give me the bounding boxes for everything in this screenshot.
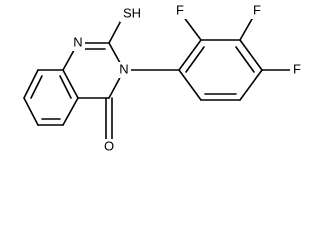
atom-label-fluorine-3: F [253, 2, 261, 17]
bond-c4a-c8a [62, 69, 79, 99]
bond-c4a-c8a-inner [59, 75, 72, 99]
atom-label-fluorine-2: F [176, 2, 184, 17]
bonds [23, 11, 293, 144]
bond-ar1-ar2-inner [185, 46, 205, 73]
bond-c8-c7-inner [30, 75, 43, 99]
atom-label-n1: N [73, 34, 82, 49]
bond-c5-c4a [62, 97, 79, 126]
bond-ar3-ar4-inner [235, 46, 255, 73]
bond-c8-c7 [23, 69, 39, 99]
bond-ar3-ar4 [239, 39, 263, 71]
bond-ar4-ar5 [239, 69, 263, 101]
atom-label-n3: N [119, 61, 128, 76]
bond-ar1-ar2 [178, 39, 202, 71]
atom-label-thiol: SH [123, 5, 141, 20]
molecule-structure: N N SH O F F F [23, 2, 304, 155]
atom-labels: N N SH O F F F [71, 2, 304, 155]
bond-ar6-ar1 [178, 69, 202, 101]
bond-c7-c6 [23, 97, 39, 126]
atom-label-oxygen: O [104, 138, 114, 153]
atom-label-fluorine-4: F [293, 61, 301, 76]
